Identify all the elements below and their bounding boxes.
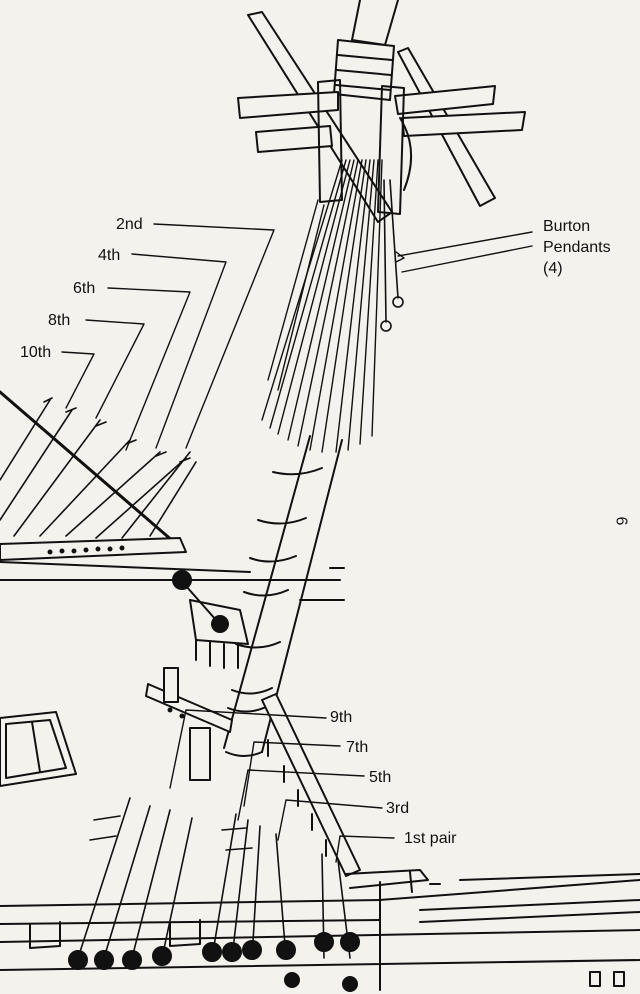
channel-rail	[0, 537, 345, 601]
leader-6th	[107, 287, 191, 451]
label-ratline-8th: 8th	[48, 312, 71, 329]
burton-pendants	[380, 179, 404, 332]
page-number: 6	[612, 516, 630, 526]
label-burton-line2: Pendants	[543, 239, 611, 256]
hull-side	[0, 873, 640, 991]
label-shroud-3rd: 3rd	[386, 800, 410, 817]
leader-7th	[243, 741, 341, 807]
leader-9th	[169, 709, 327, 789]
label-burton-line3: (4)	[543, 260, 563, 277]
label-burton-line1: Burton	[543, 218, 591, 235]
label-ratline-6th: 6th	[73, 280, 96, 297]
topmast	[333, 0, 399, 101]
label-ratline-10th: 10th	[20, 344, 52, 361]
deadeyes-upper	[172, 570, 249, 669]
leader-4th	[131, 253, 227, 449]
lower-channel	[261, 693, 429, 893]
label-shroud-5th: 5th	[369, 769, 392, 786]
label-ratline-2nd: 2nd	[116, 216, 143, 233]
hatch	[0, 711, 77, 787]
leader-8th	[85, 319, 145, 419]
leader-lines	[61, 223, 533, 863]
leader-10th	[61, 351, 95, 409]
leader-burton-2	[401, 245, 533, 273]
leader-burton-1	[397, 231, 533, 257]
label-ratline-4th: 4th	[98, 247, 121, 264]
leader-2nd	[153, 223, 275, 449]
label-shroud-7th: 7th	[346, 739, 369, 756]
bitts	[145, 667, 233, 781]
label-burton-pendants: Burton Pendants (4)	[543, 216, 611, 279]
lower-shrouds	[0, 390, 197, 544]
leader-5th	[237, 769, 365, 821]
deadeyes-lower	[68, 932, 360, 992]
chainplates	[77, 797, 351, 959]
label-shroud-9th: 9th	[330, 709, 353, 726]
leader-1st-pair	[335, 835, 395, 863]
leader-3rd	[277, 799, 383, 841]
topmast-shrouds	[261, 159, 383, 453]
label-shroud-1st-pair: 1st pair	[404, 830, 457, 847]
